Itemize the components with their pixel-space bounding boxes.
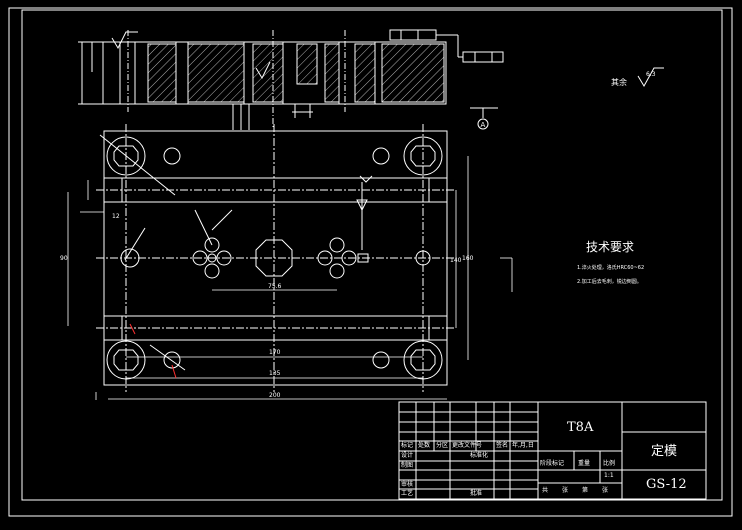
tb-sheet-unit-2: 张 — [602, 487, 609, 494]
tb-row-process: 工艺 — [401, 490, 414, 497]
title-block — [398, 401, 707, 500]
tb-header-zone: 分区 — [436, 442, 449, 449]
datum-label: A — [481, 121, 486, 129]
corner-hole-tr — [403, 136, 443, 176]
dim-overall-width: 200 — [269, 392, 281, 399]
dim-small: 12 — [112, 213, 120, 220]
inner-frame — [21, 9, 723, 501]
section-outline — [102, 41, 447, 105]
plan-view — [96, 124, 455, 392]
tb-std-label: 标准化 — [470, 452, 489, 459]
tb-sheet-total: 共 — [542, 487, 549, 494]
dim-inner-width-2: 170 — [269, 349, 281, 356]
tb-row-draft: 制图 — [401, 462, 414, 469]
tech-note-1: 1.淬火处理，洛氏HRC60~62 — [577, 265, 645, 271]
datum-symbol — [470, 107, 498, 130]
tb-sheet-num: 第 — [582, 487, 589, 494]
tb-stage-mark: 阶段标记 — [540, 460, 565, 467]
tb-row-design: 设计 — [401, 452, 414, 459]
dim-inner-width-1: 135 — [269, 370, 281, 377]
tb-header-date: 年,月,日 — [512, 442, 534, 449]
tb-header-change: 更改文件号 — [452, 442, 483, 449]
tech-requirements-title: 技术要求 — [586, 240, 635, 254]
dim-height-1: 140 — [450, 257, 462, 264]
surface-finish-symbol — [637, 67, 664, 87]
tb-sheet-unit-1: 张 — [562, 487, 569, 494]
dimension-lines — [67, 156, 513, 400]
scale-value: 1:1 — [604, 472, 614, 479]
surface-finish-value: 6.3 — [646, 71, 656, 78]
punch-center — [255, 239, 293, 277]
surface-finish-note: 其余 — [611, 77, 627, 87]
outer-frame — [8, 7, 733, 517]
punch-cluster-right — [317, 237, 369, 279]
material-label: T8A — [567, 420, 594, 435]
tech-note-2: 2.加工后去毛刺，锐边倒圆。 — [577, 279, 642, 285]
tb-header-mark: 标记 — [401, 442, 414, 449]
tb-stage-scale: 比例 — [603, 460, 616, 467]
corner-holes — [106, 136, 443, 380]
tolerance-frame-right — [462, 51, 504, 63]
red-marks — [129, 323, 177, 379]
pin-holes — [120, 147, 431, 369]
corner-hole-tl — [106, 136, 146, 176]
tb-approve-label: 批准 — [470, 490, 483, 497]
tolerance-frame-top — [389, 29, 437, 41]
tb-row-check: 审核 — [401, 481, 414, 488]
section-view — [78, 29, 504, 130]
tb-stage-weight: 重量 — [578, 460, 591, 467]
corner-hole-bl — [106, 340, 146, 380]
section-hatch — [147, 43, 445, 103]
dim-side-height: 90 — [60, 255, 68, 262]
punch-cluster-left — [192, 237, 232, 279]
tb-header-count: 处数 — [418, 442, 431, 449]
dim-pitch: 75.6 — [268, 283, 282, 290]
corner-hole-br — [403, 340, 443, 380]
drawing-number: GS-12 — [646, 477, 687, 492]
leaders — [99, 134, 373, 371]
tb-header-sign: 签名 — [496, 442, 509, 449]
part-name: 定模 — [651, 444, 678, 459]
dim-height-2: 160 — [462, 255, 474, 262]
